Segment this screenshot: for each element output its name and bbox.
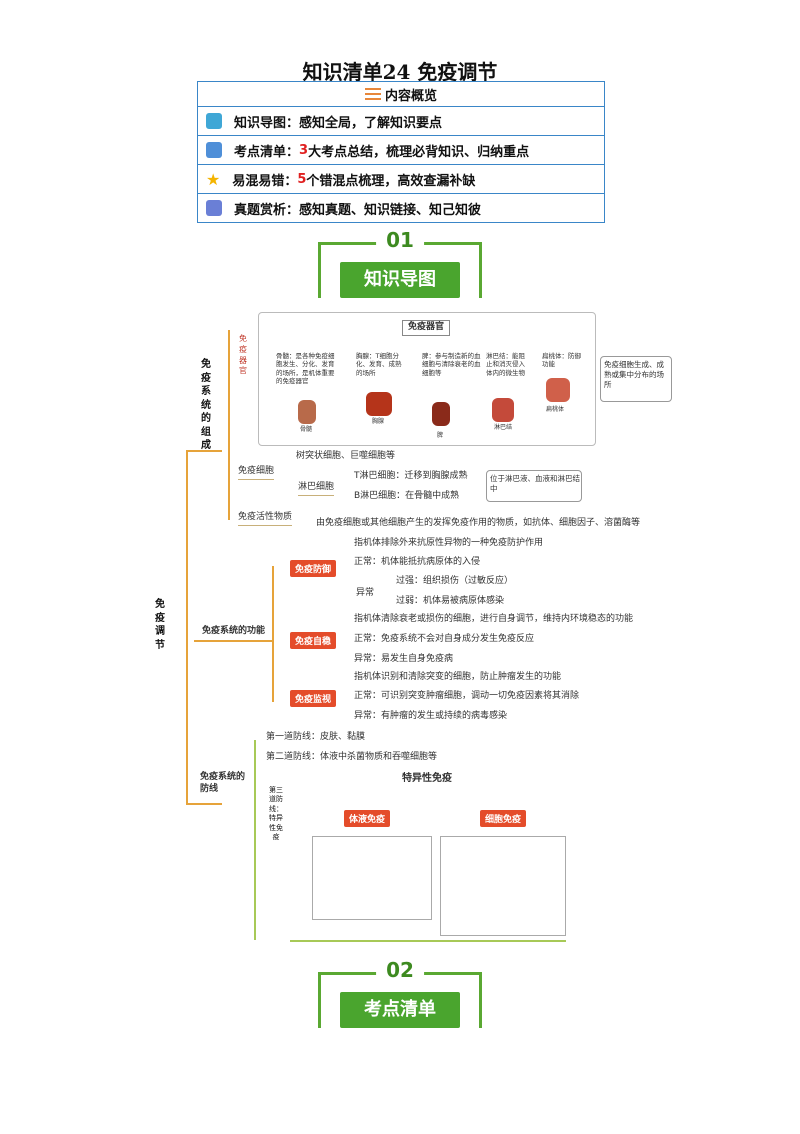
organ-desc: 骨髓：是各种免疫细胞发生、分化、发育的场所，是机体重要的免疫器官 [276, 352, 335, 386]
exam-icon [206, 200, 222, 216]
branch-line [186, 450, 188, 805]
stability-normal: 正常：免疫系统不会对自身成分发生免疫反应 [354, 634, 535, 644]
branch-line [272, 566, 274, 702]
t-cell: T淋巴细胞：迁移到胸腺成熟 [354, 471, 468, 481]
book-icon [206, 142, 222, 158]
lymph-note: 位于淋巴液、血液和淋巴结中 [490, 474, 580, 493]
row-text: 感知真题、知识链接、知己知彼 [299, 202, 482, 218]
organ-note: 免疫细胞生成、成熟或集中分布的场所 [604, 360, 664, 389]
organ-caption: 扁桃体 [546, 406, 565, 413]
map-icon [206, 113, 222, 129]
row-prefix: 知识导图： [234, 115, 300, 131]
organ-desc: 脾：参与制造新的血细胞与清除衰老的血细胞等 [422, 352, 481, 377]
line-second: 第二道防线：体液中杀菌物质和吞噬细胞等 [266, 752, 438, 762]
node-organs: 免疫器官 [239, 334, 247, 376]
line-first: 第一道防线：皮肤、黏膜 [266, 732, 366, 742]
section-label: 考点清单 [340, 992, 460, 1028]
list-icon [364, 88, 381, 100]
tag-surveillance: 免疫监视 [290, 690, 337, 707]
panel-underline [290, 940, 566, 942]
stability-abnormal: 异常：易发生自身免疫病 [354, 654, 454, 664]
overview-header: 内容概览 [198, 82, 604, 106]
root-node: 免疫调节 [155, 599, 165, 651]
overview-table: 内容概览 知识导图： 感知全局，了解知识要点 考点清单： 3 大考点总结，梳理必… [197, 81, 605, 223]
node-lymph: 淋巴细胞 [298, 482, 335, 496]
overview-row: 知识导图： 感知全局，了解知识要点 [198, 106, 604, 135]
overview-row: 考点清单： 3 大考点总结，梳理必背知识、归纳重点 [198, 135, 604, 164]
surveillance-normal: 正常：可识别突变肿瘤细胞，调动一切免疫因素将其消除 [354, 691, 580, 701]
spleen-image [432, 402, 450, 426]
organ-caption: 脾 [437, 432, 444, 439]
row-number: 5 [297, 171, 307, 187]
row-prefix: 易混易错： [232, 173, 298, 189]
row-prefix: 考点清单： [234, 144, 300, 160]
row-text: 感知全局，了解知识要点 [299, 115, 443, 131]
tag-stability: 免疫自稳 [290, 632, 337, 649]
line-third: 第三道防线：特异性免疫 [269, 786, 283, 842]
star-icon: ★ [206, 169, 221, 189]
node-cells: 免疫细胞 [238, 466, 275, 480]
thymus-image [366, 392, 392, 416]
defense-def: 指机体排除外来抗原性异物的一种免疫防护作用 [354, 538, 544, 548]
surveillance-abnormal: 异常：有肿瘤的发生或持续的病毒感染 [354, 711, 508, 721]
page-title: 知识清单24 免疫调节 [302, 60, 498, 84]
organ-desc: 扁桃体：防御功能 [542, 352, 581, 369]
row-text: 大考点总结，梳理必背知识、归纳重点 [308, 144, 530, 160]
organ-note-box [600, 356, 672, 402]
defense-normal: 正常：机体能抵抗病原体的入侵 [354, 557, 481, 567]
branch-composition: 免疫系统的组成 [201, 359, 211, 451]
row-text: 个错混点梳理，高效查漏补缺 [306, 173, 476, 189]
actives-desc: 由免疫细胞或其他细胞产生的发挥免疫作用的物质，如抗体、细胞因子、溶菌酶等 [316, 518, 641, 528]
organ-desc: 胸腺：T细胞分化、发育、成熟的场所 [356, 352, 402, 377]
organ-title: 免疫器官 [402, 320, 451, 336]
stability-def: 指机体清除衰老或损伤的细胞，进行自身调节，维持内环境稳态的功能 [354, 614, 634, 624]
defense-abnormal: 异常 [356, 588, 375, 598]
branch-line [186, 450, 222, 452]
section-label: 知识导图 [340, 262, 460, 298]
tag-cellular: 细胞免疫 [480, 810, 527, 827]
organ-caption: 胸腺 [372, 418, 385, 425]
organ-caption: 骨髓 [300, 426, 313, 433]
bone-marrow-image [298, 400, 316, 424]
defense-over: 过强：组织损伤（过敏反应） [396, 576, 514, 586]
organ-desc: 淋巴结：能阻止和消灭侵入体内的微生物 [486, 352, 525, 377]
tag-humoral: 体液免疫 [344, 810, 391, 827]
defense-weak: 过弱：机体易被病原体感染 [396, 596, 505, 606]
specific-immunity-title: 特异性免疫 [402, 773, 452, 784]
row-prefix: 真题赏析： [234, 202, 300, 218]
tonsil-image [546, 378, 570, 402]
branch-defense-lines: 免疫系统的防线 [200, 772, 246, 794]
humoral-flowchart [312, 836, 432, 920]
b-cell: B淋巴细胞：在骨髓中成熟 [354, 491, 460, 501]
lymph-note-box [486, 470, 582, 502]
organ-caption: 淋巴结 [494, 424, 513, 431]
cellular-flowchart [440, 836, 566, 936]
branch-line [254, 740, 256, 940]
surveillance-def: 指机体识别和清除突变的细胞，防止肿瘤发生的功能 [354, 672, 562, 682]
section-banner-02: 02 考点清单 [318, 958, 482, 1028]
overview-row: ★ 易混易错： 5 个错混点梳理，高效查漏补缺 [198, 164, 604, 193]
section-number: 02 [376, 958, 424, 982]
organs-panel [258, 312, 596, 446]
branch-function: 免疫系统的功能 [202, 626, 266, 636]
section-number: 01 [376, 228, 424, 252]
overview-header-text: 内容概览 [384, 88, 437, 104]
section-banner-01: 01 知识导图 [318, 228, 482, 298]
row-number: 3 [299, 142, 309, 158]
cell-apc: 树突状细胞、巨噬细胞等 [296, 451, 396, 461]
branch-line [194, 640, 272, 642]
lymph-node-image [492, 398, 514, 422]
overview-row: 真题赏析： 感知真题、知识链接、知己知彼 [198, 193, 604, 222]
node-actives: 免疫活性物质 [238, 512, 293, 526]
tag-defense: 免疫防御 [290, 560, 337, 577]
branch-line [186, 803, 222, 805]
branch-line [228, 330, 230, 520]
